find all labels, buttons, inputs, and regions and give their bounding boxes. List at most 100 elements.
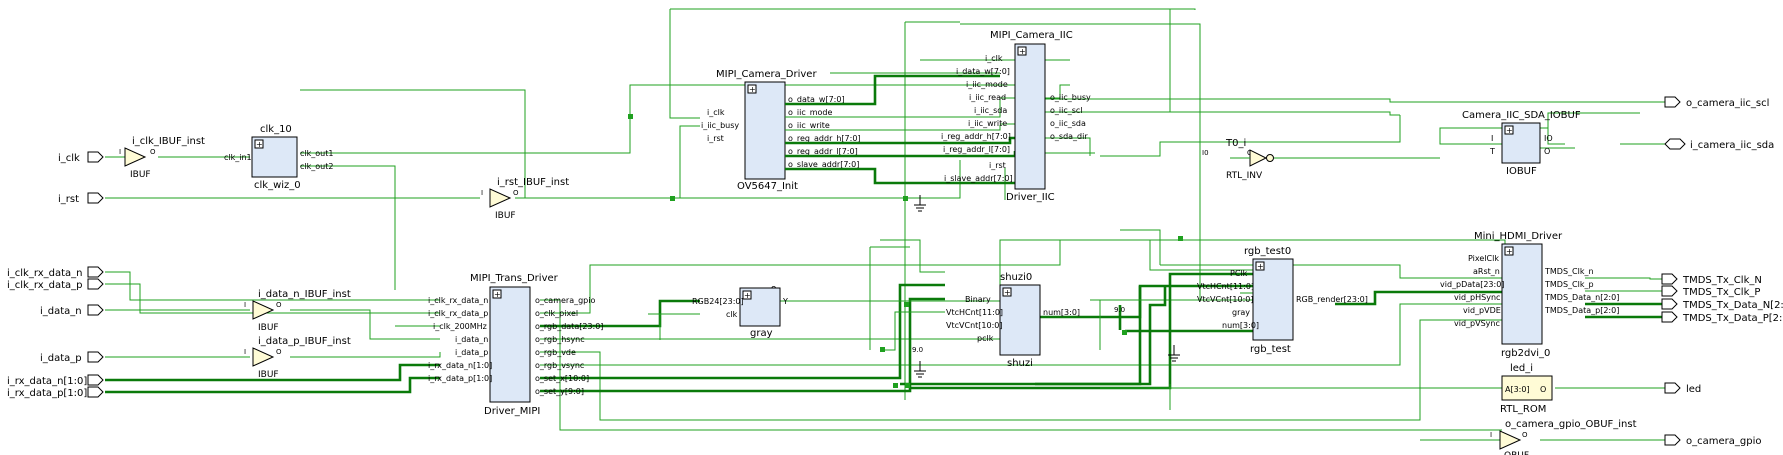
output-port[interactable]: i_camera_iic_sda	[1664, 138, 1774, 151]
svg-text:o_iic_sda: o_iic_sda	[1050, 119, 1086, 128]
svg-text:MIPI_Camera_Driver: MIPI_Camera_Driver	[716, 69, 817, 80]
port-icon	[87, 151, 104, 163]
svg-text:o_iic_busy: o_iic_busy	[1050, 93, 1091, 102]
output-port[interactable]: led	[1664, 382, 1701, 395]
svg-text:o_sda_dir: o_sda_dir	[1050, 132, 1088, 141]
svg-text:i_iic_write: i_iic_write	[968, 119, 1007, 128]
svg-text:RTL_ROM: RTL_ROM	[1500, 404, 1546, 415]
block-clk-10[interactable]: clk_10 + clk_in1 clk_out1 clk_out2 clk_w…	[224, 124, 333, 191]
svg-text:VtcHCnt[11:0]: VtcHCnt[11:0]	[1197, 282, 1254, 291]
svg-text:i_clk_rx_data_n: i_clk_rx_data_n	[428, 296, 488, 305]
port-icon	[87, 266, 104, 278]
inverter-t0[interactable]: T0_i I0 O RTL_INV	[1202, 138, 1440, 181]
block-shuzi0[interactable]: shuzi0 + Binary VtcHCnt[11:0] VtcVCnt[10…	[946, 272, 1080, 369]
output-port[interactable]: o_camera_iic_scl	[1664, 96, 1769, 109]
svg-text:PClk: PClk	[1230, 269, 1248, 278]
block-led-i[interactable]: led_i A[3:0] O RTL_ROM	[1500, 363, 1553, 415]
output-port[interactable]: TMDS_Tx_Clk_N	[1661, 273, 1762, 286]
svg-text:shuzi: shuzi	[1007, 358, 1033, 369]
output-ports: o_camera_iic_scl i_camera_iic_sda TMDS_T…	[1661, 96, 1783, 447]
block-mipi-trans-driver[interactable]: MIPI_Trans_Driver + i_clk_rx_data_n i_cl…	[428, 273, 603, 417]
buffer-i-rst[interactable]: i_rst_IBUF_inst I O IBUF	[481, 177, 569, 221]
svg-text:TMDS_Data_n[2:0]: TMDS_Data_n[2:0]	[1544, 293, 1619, 302]
input-port[interactable]: i_clk	[58, 151, 104, 164]
svg-text:TMDS_Tx_Data_P[2:0]: TMDS_Tx_Data_P[2:0]	[1682, 313, 1783, 324]
svg-text:i_data_p: i_data_p	[40, 353, 82, 364]
svg-text:TMDS_Tx_Data_N[2:0]: TMDS_Tx_Data_N[2:0]	[1682, 300, 1783, 311]
port-icon	[87, 374, 104, 386]
expand-icon: +	[1004, 288, 1011, 297]
svg-text:IBUF: IBUF	[130, 170, 151, 180]
block-camera-iic-sda-iobuf[interactable]: Camera_IIC_SDA_IOBUF + I T IO O IOBUF	[1462, 110, 1581, 177]
input-port[interactable]: i_clk_rx_data_n	[7, 266, 104, 279]
input-port[interactable]: i_rst	[58, 192, 104, 205]
svg-text:IBUF: IBUF	[258, 323, 279, 333]
input-port[interactable]: i_data_p	[40, 351, 104, 364]
svg-text:clk_in1: clk_in1	[224, 153, 252, 162]
svg-text:O: O	[276, 348, 282, 356]
port-icon	[87, 278, 104, 290]
svg-text:rgb2dvi_0: rgb2dvi_0	[1501, 348, 1550, 359]
svg-text:i_clk_rx_data_n: i_clk_rx_data_n	[7, 268, 82, 279]
svg-text:Y: Y	[782, 297, 788, 306]
junctions	[628, 114, 1183, 388]
input-port[interactable]: i_rx_data_p[1:0]	[7, 386, 104, 399]
block-mipi-camera-driver[interactable]: MIPI_Camera_Driver + i_clk i_iic_busy i_…	[701, 69, 1017, 192]
svg-text:led: led	[1686, 384, 1701, 395]
buffer-i-data-n[interactable]: i_data_n_IBUF_inst I O IBUF	[244, 289, 351, 333]
block-mini-hdmi-driver[interactable]: Mini_HDMI_Driver + PixelClk aRst_n vid_p…	[1440, 231, 1619, 359]
svg-text:i_data_n_IBUF_inst: i_data_n_IBUF_inst	[258, 289, 351, 300]
expand-icon: +	[494, 290, 501, 299]
svg-text:Binary: Binary	[965, 295, 991, 304]
svg-text:i_clk_200MHz: i_clk_200MHz	[433, 322, 487, 331]
block-gray0[interactable]: gray0 + RGB24[23:0] clk Y gray	[692, 285, 788, 339]
ground-icon	[914, 361, 926, 378]
svg-text:O: O	[276, 301, 282, 309]
output-port[interactable]: TMDS_Tx_Data_P[2:0]	[1661, 311, 1783, 324]
input-port[interactable]: i_rx_data_n[1:0]	[7, 374, 104, 387]
output-port[interactable]: TMDS_Tx_Data_N[2:0]	[1661, 298, 1783, 311]
svg-text:clk_10: clk_10	[260, 124, 292, 135]
svg-text:o_iic_scl: o_iic_scl	[1050, 106, 1083, 115]
svg-text:OV5647_Init: OV5647_Init	[737, 181, 798, 192]
svg-text:PixelClk: PixelClk	[1468, 254, 1499, 263]
port-icon	[1664, 96, 1681, 108]
svg-text:i_rst: i_rst	[989, 161, 1006, 170]
buffer-icon	[1499, 430, 1522, 450]
svg-text:I: I	[244, 301, 246, 309]
svg-text:i_data_p_IBUF_inst: i_data_p_IBUF_inst	[258, 336, 351, 347]
input-ports: i_clk i_rst i_clk_rx_data_n i_clk_rx_dat…	[7, 151, 104, 399]
svg-text:T0_i: T0_i	[1225, 138, 1246, 149]
svg-text:i_clk_rx_data_p: i_clk_rx_data_p	[7, 280, 82, 291]
svg-text:RTL_INV: RTL_INV	[1226, 171, 1263, 181]
output-port[interactable]: o_camera_gpio	[1664, 434, 1761, 447]
svg-text:clk: clk	[726, 310, 738, 319]
svg-text:o_camera_gpio_OBUF_inst: o_camera_gpio_OBUF_inst	[1505, 419, 1637, 430]
svg-text:o_camera_iic_scl: o_camera_iic_scl	[1686, 98, 1769, 109]
svg-text:i_clk: i_clk	[985, 54, 1003, 63]
svg-text:o_data_w[7:0]: o_data_w[7:0]	[788, 95, 845, 104]
svg-text:i_data_n: i_data_n	[455, 335, 488, 344]
input-port[interactable]: i_clk_rx_data_p	[7, 278, 104, 291]
svg-text:i_data_w[7:0]: i_data_w[7:0]	[956, 67, 1010, 76]
svg-text:I: I	[1490, 431, 1492, 439]
svg-text:MIPI_Camera_IIC: MIPI_Camera_IIC	[990, 30, 1073, 41]
block-mipi-camera-iic[interactable]: MIPI_Camera_IIC + i_clk i_data_w[7:0] i_…	[941, 30, 1091, 203]
buffer-o-camera-gpio[interactable]: o_camera_gpio_OBUF_inst I O OBUF	[1490, 419, 1637, 455]
svg-text:i_iic_busy: i_iic_busy	[701, 121, 739, 130]
svg-text:i_data_p: i_data_p	[455, 348, 488, 357]
port-icon	[1664, 382, 1681, 394]
block-rgb-test0[interactable]: rgb_test0 + PClk VtcHCnt[11:0] VtcVCnt[1…	[1197, 246, 1368, 355]
ground-icon	[914, 195, 926, 212]
inverter-icon	[1249, 149, 1268, 167]
svg-text:VtcVCnt[10:0]: VtcVCnt[10:0]	[946, 321, 1002, 330]
ground-symbols	[914, 195, 1180, 378]
svg-text:OBUF: OBUF	[1504, 451, 1529, 455]
output-port[interactable]: TMDS_Tx_Clk_P	[1661, 285, 1760, 298]
input-port[interactable]: i_data_n	[40, 304, 104, 317]
svg-text:i_rx_data_p[1:0]: i_rx_data_p[1:0]	[428, 374, 492, 383]
svg-text:i_slave_addr[7:0]: i_slave_addr[7:0]	[944, 174, 1013, 183]
constant-label: 9.0	[1114, 306, 1125, 314]
buffer-i-clk[interactable]: i_clk_IBUF_inst I O IBUF	[119, 136, 205, 180]
buffer-i-data-p[interactable]: i_data_p_IBUF_inst I O IBUF	[244, 336, 351, 380]
